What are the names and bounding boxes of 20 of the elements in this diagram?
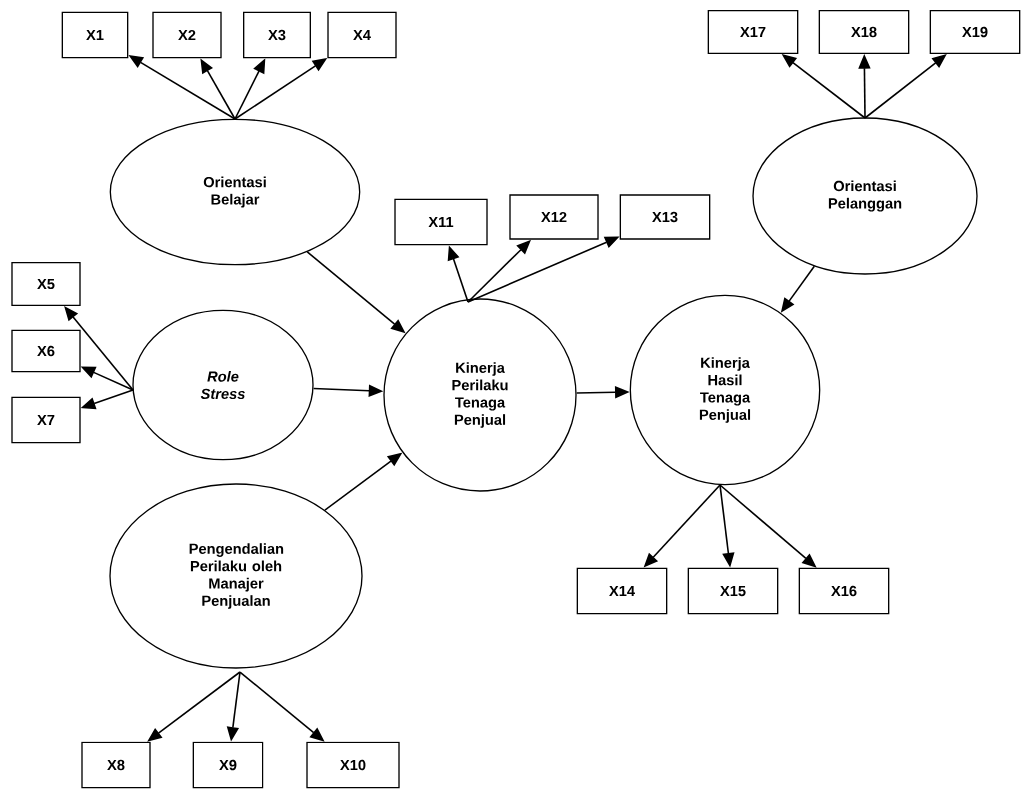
indicator-box: X6 — [11, 329, 81, 373]
indicator-box: X3 — [243, 11, 311, 59]
indicator-box: X7 — [11, 396, 81, 444]
indicator-box: X10 — [306, 741, 400, 789]
indicator-box: X4 — [327, 11, 397, 59]
indicator-box: X9 — [192, 741, 264, 789]
indicator-box: X1 — [61, 11, 129, 59]
indicator-box: X19 — [929, 10, 1021, 54]
indicator-box: X8 — [81, 741, 151, 789]
indicator-box: X18 — [818, 10, 910, 54]
arrow — [64, 306, 134, 391]
indicator-box: X5 — [11, 262, 81, 306]
indicator-box: X2 — [152, 11, 222, 59]
indicator-box: X15 — [687, 567, 779, 615]
indicator-box: X13 — [619, 194, 711, 240]
indicator-box: X17 — [707, 10, 799, 54]
indicator-box: X14 — [576, 567, 668, 615]
indicator-box: X11 — [394, 198, 488, 246]
indicator-box: X16 — [798, 567, 890, 615]
indicator-box: X12 — [509, 194, 599, 240]
